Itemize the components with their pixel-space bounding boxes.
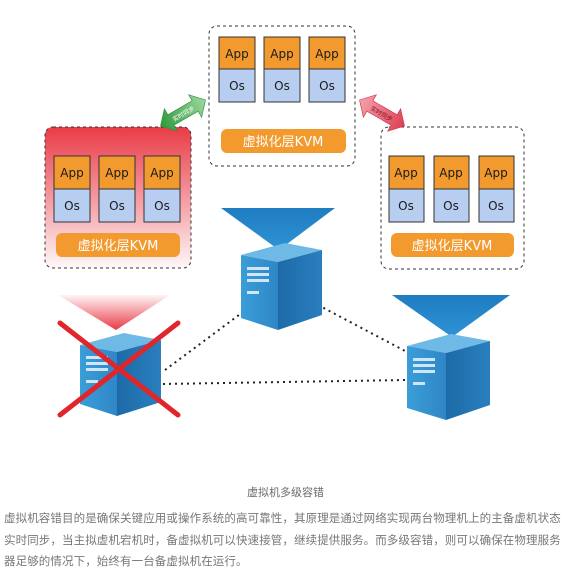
vm-fault-tolerance-diagram: App Os App Os App Os 虚拟化层KVM App Os <box>44 25 525 420</box>
virtualization-layer-label: 虚拟化层KVM <box>412 239 493 254</box>
virtualization-layer-label: 虚拟化层KVM <box>243 135 324 150</box>
failed-cross-icon <box>57 320 181 418</box>
vm-stack: App Os <box>478 155 515 223</box>
vm-stack: App Os <box>263 36 301 103</box>
app-label: App <box>439 166 462 180</box>
virtualization-layer-bar <box>56 233 180 257</box>
vm-stack: App Os <box>143 155 181 223</box>
app-label: App <box>225 47 248 61</box>
vm-stack: App Os <box>218 36 256 103</box>
failed-server-beam <box>58 295 170 330</box>
os-label: Os <box>398 199 414 213</box>
os-label: Os <box>274 79 290 93</box>
vm-stack: App Os <box>433 155 470 223</box>
center-server-beam <box>221 208 335 250</box>
virtualization-layer-label: 虚拟化层KVM <box>78 239 159 254</box>
app-label: App <box>394 166 417 180</box>
virtualization-layer-bar <box>391 233 514 257</box>
vm-stack: App Os <box>98 155 136 223</box>
os-label: Os <box>154 199 170 213</box>
os-label: Os <box>319 79 335 93</box>
app-label: App <box>270 47 293 61</box>
os-label: Os <box>64 199 80 213</box>
server-center <box>241 243 322 330</box>
os-label: Os <box>229 79 245 93</box>
vm-stack: App Os <box>388 155 425 223</box>
vm-group-left-failed: App Os App Os App Os 虚拟化层KVM <box>44 126 192 269</box>
virtualization-layer-bar <box>221 129 346 153</box>
vm-group-right: App Os App Os App Os 虚拟化层KVM <box>380 126 525 270</box>
description-paragraph: 虚拟机容错目的是确保关键应用或操作系统的高可靠性，其原理是通过网络实现两台物理机… <box>4 511 561 568</box>
os-label: Os <box>488 199 504 213</box>
os-label: Os <box>443 199 459 213</box>
os-label: Os <box>109 199 125 213</box>
app-label: App <box>105 166 128 180</box>
vm-stack: App Os <box>308 36 346 103</box>
app-label: App <box>484 166 507 180</box>
server-right <box>407 334 490 420</box>
figure-caption: 虚拟机多级容错 <box>247 486 324 499</box>
vm-group-top: App Os App Os App Os 虚拟化层KVM <box>208 25 356 167</box>
vm-stack: App Os <box>53 155 91 223</box>
app-label: App <box>150 166 173 180</box>
right-server-beam <box>392 295 510 337</box>
network-links <box>162 304 408 385</box>
app-label: App <box>315 47 338 61</box>
app-label: App <box>60 166 83 180</box>
